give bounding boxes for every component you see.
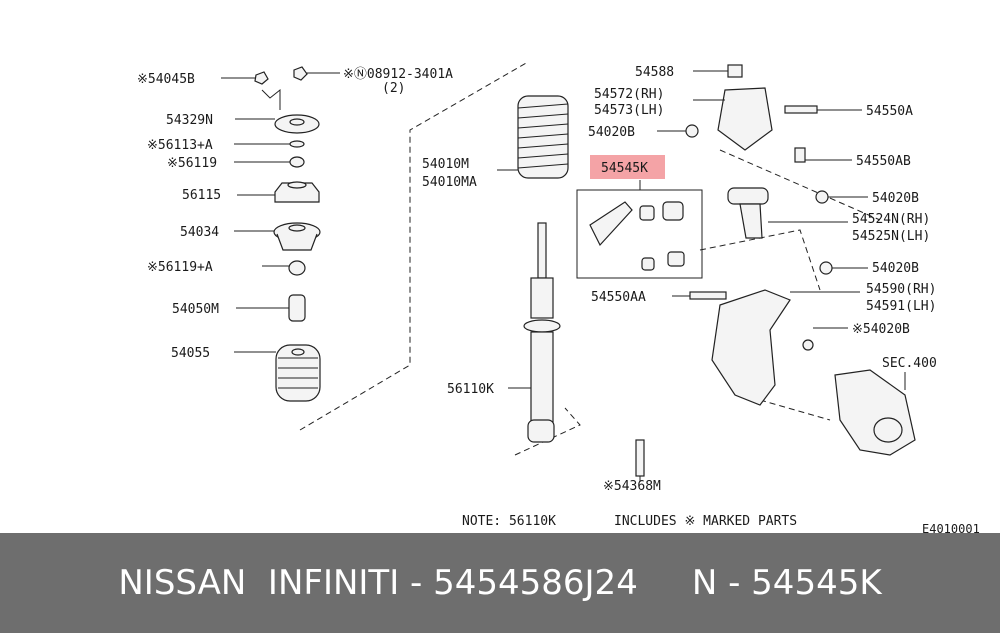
label-54545K: 54545K	[601, 161, 648, 176]
part-54034-insulator	[234, 222, 321, 251]
label-08912-qty: (2)	[382, 81, 405, 96]
label-56119: ※56119	[167, 156, 217, 171]
part-54550A-bolt	[784, 105, 862, 114]
part-54010M-coil-spring	[497, 95, 569, 179]
part-number-footer: NISSAN INFINITI - 5454586J24 N - 54545K	[0, 533, 1000, 633]
part-54588-clip	[693, 64, 743, 78]
label-54020B-2: 54020B	[872, 191, 919, 206]
part-56113-washer	[234, 140, 305, 148]
label-54045B: ※54045B	[137, 72, 195, 87]
part-54590-knuckle-arm	[711, 289, 860, 406]
part-54020B-bushing-3	[819, 261, 868, 275]
label-54010M: 54010M	[422, 157, 469, 172]
label-54524N-rh: 54524N(RH)	[852, 212, 930, 227]
assembly-dashed-outline	[299, 61, 881, 456]
part-56115-mount	[237, 181, 320, 203]
label-54591-lh: 54591(LH)	[866, 299, 936, 314]
label-54010MA: 54010MA	[422, 175, 477, 190]
label-54329N: 54329N	[166, 113, 213, 128]
part-54050M-bumper	[236, 294, 306, 322]
label-54572-rh: 54572(RH)	[594, 87, 664, 102]
part-54524N-link	[727, 187, 848, 239]
label-54020B-3: 54020B	[872, 261, 919, 276]
part-54572-bracket	[693, 87, 773, 151]
part-sec400-knuckle	[834, 369, 916, 456]
label-54368M: ※54368M	[603, 479, 661, 494]
label-56119A: ※56119+A	[147, 260, 213, 275]
part-08912-nut	[293, 66, 340, 81]
label-54050M: 54050M	[172, 302, 219, 317]
part-56110K-strut	[508, 222, 561, 443]
label-56115: 56115	[182, 188, 221, 203]
part-54045B-nut	[221, 71, 269, 85]
figure-code: E4010001	[922, 522, 980, 533]
part-54055-boot	[234, 344, 321, 402]
part-54020B-bushing-2	[815, 190, 868, 204]
label-54550AA: 54550AA	[591, 290, 646, 305]
part-54368M-bolt	[635, 439, 645, 482]
kit-54545K-box	[576, 155, 703, 279]
label-54550A: 54550A	[866, 104, 913, 119]
part-54550AA-bolt	[672, 291, 727, 300]
label-54034: 54034	[180, 225, 219, 240]
part-54550AB-bolt	[794, 147, 852, 163]
part-54020B-bushing-1	[657, 124, 699, 138]
part-54329N-plate	[235, 88, 320, 134]
label-08912-3401A: ※Ⓝ08912-3401A	[343, 67, 453, 82]
label-54020B-4: ※54020B	[852, 322, 910, 337]
label-56110K: 56110K	[447, 382, 494, 397]
label-54550AB: 54550AB	[856, 154, 911, 169]
label-56113A: ※56113+A	[147, 138, 213, 153]
footer-text: NISSAN INFINITI - 5454586J24 N - 54545K	[118, 563, 882, 603]
label-54020B-1: 54020B	[588, 125, 635, 140]
label-54055: 54055	[171, 346, 210, 361]
part-56119-nut	[234, 156, 305, 168]
includes-note: INCLUDES ※ MARKED PARTS	[614, 514, 797, 529]
label-54573-lh: 54573(LH)	[594, 103, 664, 118]
label-54590-rh: 54590(RH)	[866, 282, 936, 297]
label-54525N-lh: 54525N(LH)	[852, 229, 930, 244]
label-54588: 54588	[635, 65, 674, 80]
label-sec-400: SEC.400	[882, 356, 937, 371]
part-54020B-bushing-4	[802, 327, 848, 351]
note-text: NOTE: 56110K	[462, 514, 556, 529]
suspension-parts-diagram: ※54045B ※Ⓝ08912-3401A (2) 54329N ※56113+…	[137, 61, 980, 533]
part-56119A-nut	[262, 260, 306, 276]
